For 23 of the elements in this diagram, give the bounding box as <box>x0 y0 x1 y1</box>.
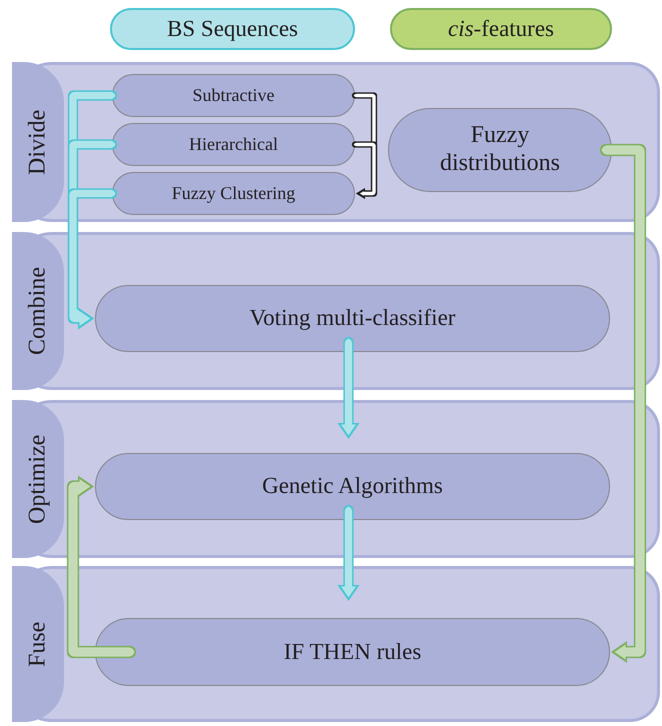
process-pill: IF THEN rules <box>95 618 610 686</box>
process-pill: Hierarchical <box>112 123 355 166</box>
stage-band <box>12 232 660 390</box>
flow-arrow <box>352 141 378 199</box>
process-pill: Fuzzy Clustering <box>112 172 355 215</box>
stage-band <box>12 566 660 722</box>
process-pill: Fuzzy distributions <box>388 108 612 192</box>
stage-band <box>12 62 660 222</box>
process-pill: Voting multi-classifier <box>95 285 610 352</box>
flow-arrow <box>600 144 646 663</box>
flow-arrow <box>68 188 118 330</box>
flow-arrow <box>66 476 136 658</box>
stage-label: Fuse <box>12 566 64 722</box>
input-tag: BS Sequences <box>110 8 355 50</box>
stage-label: Divide <box>12 62 64 222</box>
process-pill: Subtractive <box>112 74 355 117</box>
process-pill: Genetic Algorithms <box>95 453 610 520</box>
flow-arrow <box>338 336 360 439</box>
stage-band <box>12 400 660 558</box>
stage-label: Combine <box>12 232 64 390</box>
input-tag: cis-features <box>390 8 612 50</box>
flow-arrow <box>338 504 360 601</box>
stage-label: Optimize <box>12 400 64 558</box>
